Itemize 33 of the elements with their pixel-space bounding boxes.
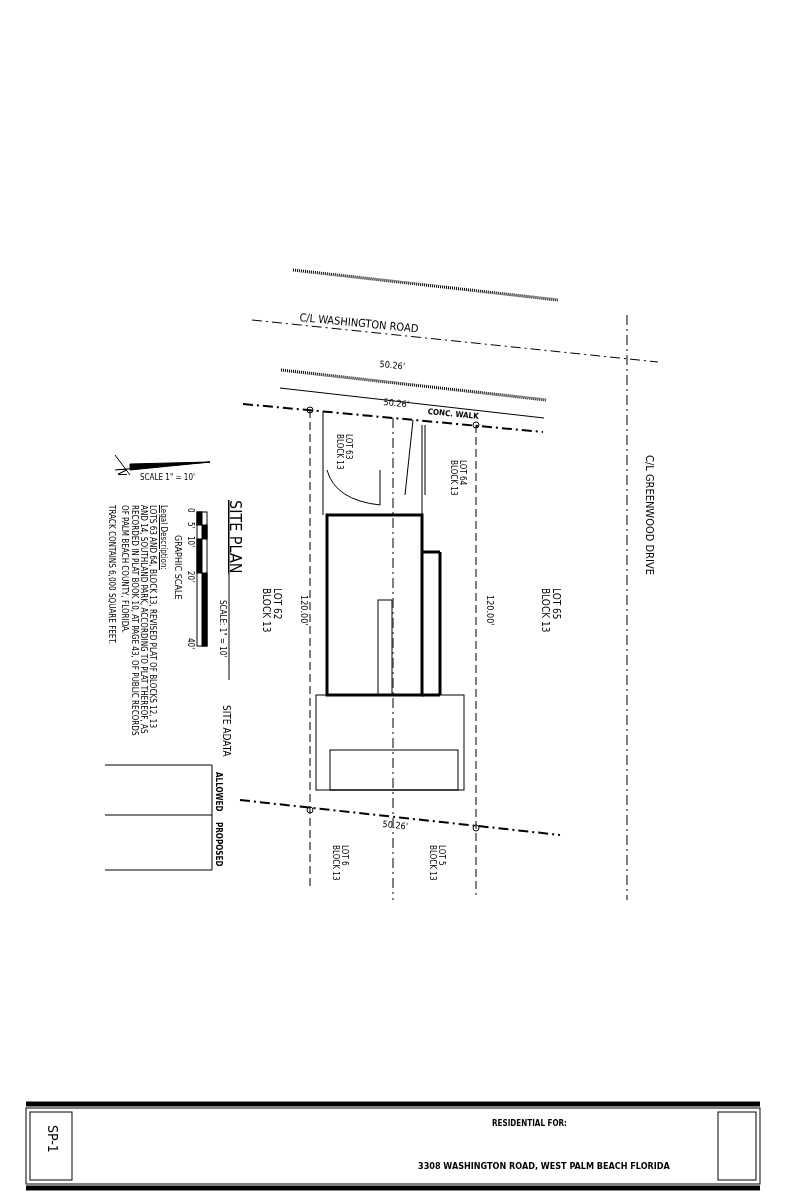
lot-label: LOT 6 BLOCK 13: [330, 845, 348, 883]
road-label: C/L GREENWOOD DRIVE: [642, 455, 655, 575]
scale-tick-label: 5': [185, 522, 194, 529]
table-header: ALLOWED: [213, 772, 222, 812]
scale-tick-label: 40': [185, 638, 194, 650]
scale-caption: GRAPHIC SCALE: [172, 535, 182, 600]
sheet-number: SP-1: [44, 1125, 60, 1153]
lot-label: LOT 62 BLOCK 13: [261, 588, 283, 635]
scale-tick-label: 20': [185, 571, 194, 583]
north-label: N: [114, 468, 128, 477]
lot-label: LOT 64 BLOCK 13: [448, 460, 466, 498]
table-header: PROPOSED: [213, 822, 222, 867]
area-label: CONC. WALK: [427, 408, 480, 422]
dimension-text: 120.00': [484, 595, 494, 626]
dimension-text: 50.26': [382, 820, 409, 833]
scale-note: SCALE: 1" = 10': [217, 600, 226, 658]
lot-label: LOT 63 BLOCK 13: [334, 434, 352, 472]
project-label: RESIDENTIAL FOR:: [492, 1120, 567, 1129]
table-title: SITE ADATA: [221, 705, 232, 757]
scale-note: SCALE 1" = 10': [140, 474, 195, 483]
note-text: TRACK CONTAINS 6,000 SQUARE FEET.: [106, 505, 115, 645]
dimension-text: 120.00': [298, 595, 308, 626]
dimension-text: 50.26': [379, 360, 406, 373]
scale-tick-label: 10': [185, 536, 194, 548]
legal-description: LOTS 63 AND 64, BLOCK 13, REVISED PLAT OF BLOCKS 12, 13 AND 14, SOUTHLAND PARK, ACCORDING TO PLAT THEREOF, AS RECORDED IN PLAT BOOK 10, AT PAGE 43, OF PUBLIC RECORDS OF PALM BEACH COUNTY, FLORIDA.: [120, 505, 157, 738]
scale-tick-label: 0: [185, 508, 194, 513]
plan-title: SITE PLAN: [226, 500, 244, 574]
lot-label: LOT 5 BLOCK 13: [427, 845, 445, 883]
note-heading: Legal Description:: [158, 505, 167, 570]
dimension-text: 50.26': [383, 398, 410, 411]
address-text: 3308 WASHINGTON ROAD, WEST PALM BEACH FLORIDA: [418, 1162, 670, 1172]
road-label: C/L WASHINGTON ROAD: [298, 312, 419, 336]
lot-label: LOT 65 BLOCK 13: [540, 588, 562, 635]
